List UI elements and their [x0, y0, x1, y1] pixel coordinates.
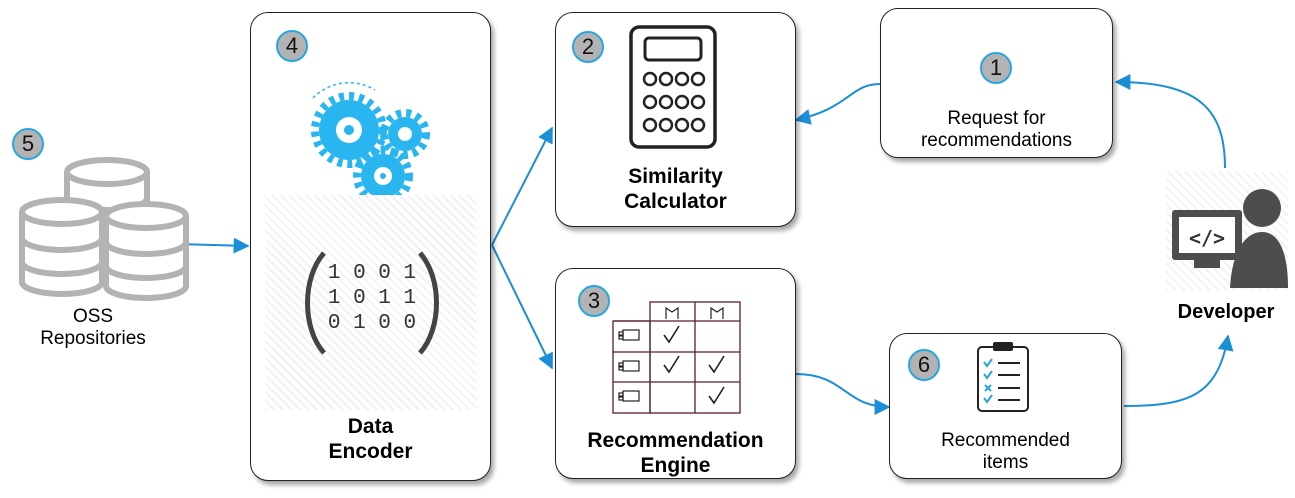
step-4-badge: 4 — [276, 30, 308, 62]
request-label: Request for recommendations — [920, 108, 1073, 151]
arrow-request-to-similarity — [794, 83, 881, 125]
arrow-developer-to-request — [1114, 74, 1226, 169]
binary-pattern-area — [265, 195, 476, 410]
gears-icon — [311, 81, 430, 206]
step-6-badge: 6 — [908, 349, 940, 381]
arrow-encoder-to-similarity — [491, 126, 553, 246]
matrix-brackets-icon — [305, 251, 439, 355]
checklist-icon — [977, 342, 1029, 412]
developer-icon — [1172, 189, 1288, 288]
arrow-repos-to-encoder — [177, 237, 250, 254]
repos-label: OSS Repositories — [40, 306, 146, 349]
step-2-badge: 2 — [572, 31, 604, 63]
step-5-badge: 5 — [12, 128, 44, 160]
arrow-recommended-to-developer — [1123, 334, 1234, 407]
encoder-label: Data Encoder — [328, 415, 413, 463]
binary-row-3: 0 1 0 0 — [327, 312, 417, 335]
recommended-label: Recommended items — [941, 430, 1070, 473]
binary-matrix: 1 0 0 1 1 0 1 1 0 1 0 0 — [320, 261, 424, 336]
calculator-icon — [629, 25, 717, 149]
code-symbol: </> — [1188, 226, 1226, 250]
database-icon — [19, 157, 189, 301]
binary-row-2: 1 0 1 1 — [327, 287, 417, 310]
recommendation-label: Recommendation Engine — [587, 429, 764, 477]
developer-label: Developer — [1177, 301, 1275, 323]
recommendation-table-icon — [612, 301, 741, 414]
arrow-encoder-to-recommendation — [491, 244, 553, 370]
arrow-recommendation-to-recommended — [795, 373, 891, 415]
step-1-badge: 1 — [980, 52, 1012, 84]
similarity-label: Similarity Calculator — [624, 165, 727, 213]
step-3-badge: 3 — [578, 285, 610, 317]
binary-row-1: 1 0 0 1 — [327, 262, 417, 285]
